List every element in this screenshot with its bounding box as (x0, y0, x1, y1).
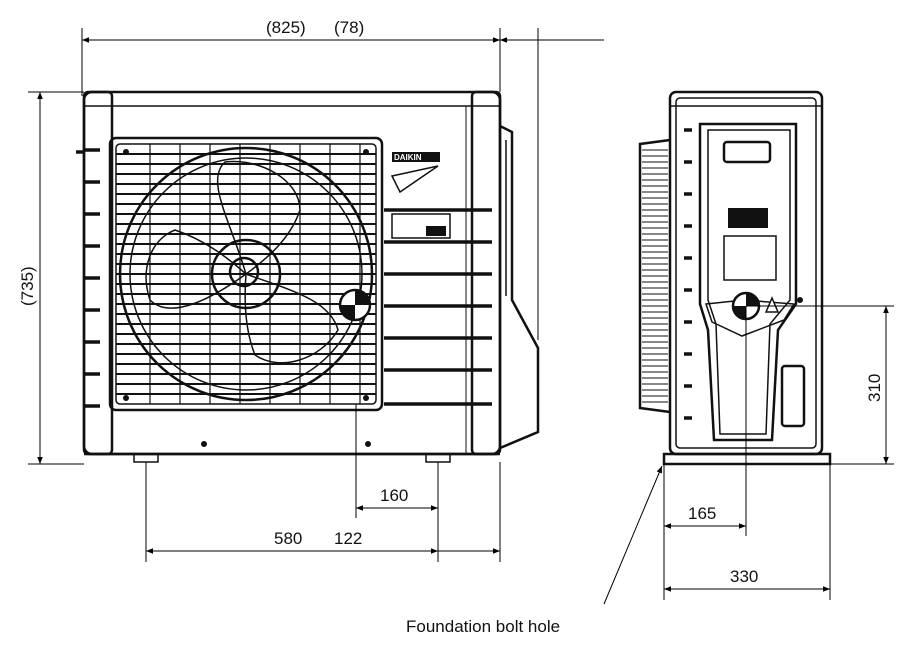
nameplate (391, 213, 451, 239)
dim-bolt-offset: 160 (380, 486, 408, 505)
brand-label: DAIKIN (394, 153, 422, 162)
foundation-bolt-label: Foundation bolt hole (406, 617, 560, 636)
fan-grille (108, 136, 384, 412)
service-panel (698, 122, 798, 442)
dim-bolt-span: 580 (274, 529, 302, 548)
dim-depth: 330 (730, 567, 758, 586)
dimension-lines: (825) (78) (735) 160 580 122 310 165 330 (18, 18, 894, 600)
foundation-bolt-callout: Foundation bolt hole (406, 465, 663, 636)
side-ticks (684, 128, 692, 420)
right-louvers (384, 208, 492, 406)
dim-extra-width: (78) (334, 18, 364, 37)
front-view: DAIKIN (76, 90, 540, 463)
dim-bolt-edge: 122 (334, 529, 362, 548)
dim-bolt-depth: 165 (688, 504, 716, 523)
side-view (638, 90, 832, 466)
dim-overall-width: (825) (266, 18, 306, 37)
dim-height: (735) (18, 266, 37, 306)
dim-center-height: 310 (865, 374, 884, 402)
coil-fins (638, 138, 671, 414)
handle (780, 364, 806, 428)
daikin-logo: DAIKIN (390, 152, 440, 194)
center-of-gravity-icon (338, 288, 372, 322)
valve-cover (499, 124, 540, 450)
warning-icon (764, 296, 780, 313)
left-vent-ticks (84, 148, 100, 408)
